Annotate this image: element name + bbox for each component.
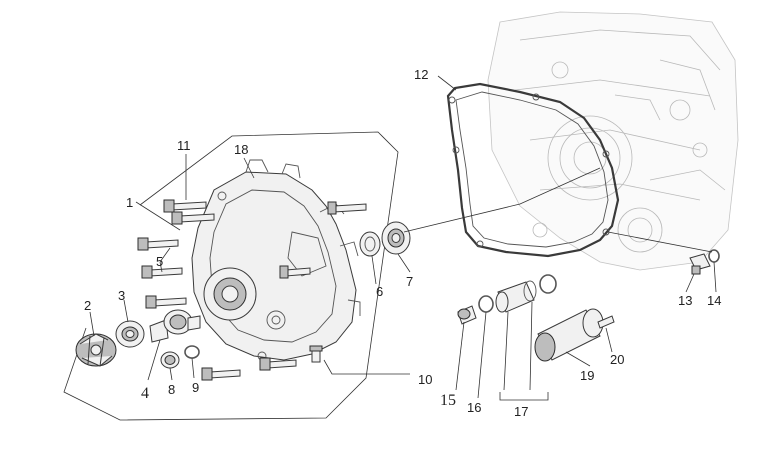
callout-7: 7	[406, 274, 413, 289]
callout-8: 8	[168, 382, 175, 397]
bolts-11	[163, 199, 367, 225]
callout-13: 13	[678, 293, 692, 308]
callout-6: 6	[376, 284, 383, 299]
callout-18: 18	[234, 142, 248, 157]
callout-5: 5	[156, 254, 163, 269]
bearing-7	[381, 221, 411, 255]
plug-15	[457, 305, 477, 325]
callout-9: 9	[192, 380, 199, 395]
callout-17: 17	[514, 404, 528, 419]
stud-20	[597, 315, 615, 329]
callout-labels: 1 2 3 4 5 6 7 8 9 10 11 12 13 14 15 16 1…	[84, 67, 721, 419]
assembly-outline-1	[63, 131, 399, 421]
leader-lines	[89, 75, 717, 401]
oil-filter-19	[534, 308, 604, 362]
ring-6	[359, 231, 381, 257]
callout-4: 4	[141, 385, 149, 402]
callout-3: 3	[118, 288, 125, 303]
gasket-12	[446, 82, 620, 258]
callout-10: 10	[418, 372, 432, 387]
engine-crankcase-background	[487, 11, 739, 271]
callout-15: 15	[440, 392, 456, 409]
bolts-5	[137, 237, 311, 381]
impeller-2	[75, 333, 117, 367]
callout-20: 20	[610, 352, 624, 367]
screw-10	[309, 345, 323, 363]
o-ring-16	[478, 295, 494, 313]
plug-8	[160, 351, 180, 369]
callout-16: 16	[467, 400, 481, 415]
sensor-13	[689, 253, 711, 275]
callout-11: 11	[177, 138, 191, 153]
filter-screen-17	[495, 274, 557, 313]
callout-2: 2	[84, 298, 91, 313]
o-ring-9	[184, 345, 200, 359]
shaft-4	[149, 309, 201, 343]
crankcase-cover-18	[191, 159, 361, 361]
callout-19: 19	[580, 368, 594, 383]
callout-12: 12	[414, 67, 428, 82]
seal-3	[115, 320, 145, 348]
callout-14: 14	[707, 293, 721, 308]
callout-1: 1	[126, 195, 133, 210]
